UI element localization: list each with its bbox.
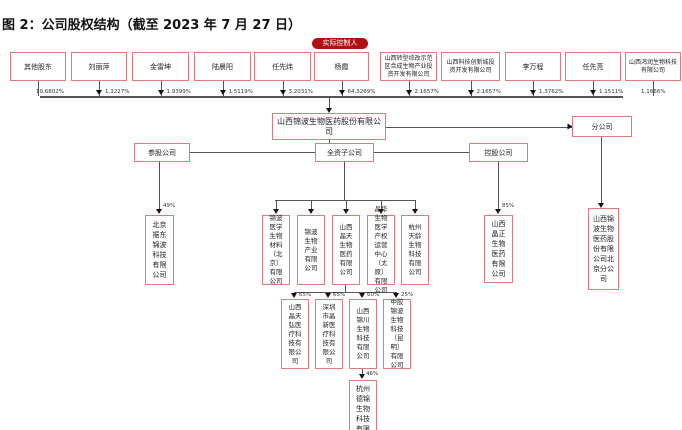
connector xyxy=(159,162,160,210)
shareholder-box: 任先炜 xyxy=(254,52,311,81)
connector xyxy=(341,81,343,96)
branch-label: 分公司 xyxy=(572,116,632,137)
arrow-icon xyxy=(279,90,286,95)
arrow-icon xyxy=(326,108,332,113)
arrow-icon xyxy=(598,203,604,208)
connector xyxy=(362,368,363,377)
shareholder-box: 任先亮 xyxy=(565,52,621,81)
shareholder-box: 杨霞 xyxy=(314,52,369,81)
branch-office: 山西锦波生物医药股份有限公司北京分公司 xyxy=(588,208,619,290)
connector xyxy=(344,162,345,200)
connector xyxy=(470,81,472,96)
jingtian-subsidiary: 山西锦川生物科技有限公司 xyxy=(349,299,377,369)
arrow-icon xyxy=(325,293,331,298)
arrow-icon xyxy=(412,209,418,214)
pct-label: 65% xyxy=(333,292,346,298)
connector xyxy=(593,81,594,96)
arrow-icon xyxy=(405,90,412,95)
connector xyxy=(329,96,330,110)
category-wholly-owned: 全资子公司 xyxy=(315,143,374,162)
arrow-icon xyxy=(359,293,365,298)
connector xyxy=(276,200,277,210)
wholly-owned-subsidiary: 锦波生物产业有限公司 xyxy=(297,215,325,285)
arrow-icon xyxy=(96,90,102,95)
pct-label: 65% xyxy=(299,292,312,298)
arrow-icon xyxy=(530,90,536,95)
connector xyxy=(408,81,410,96)
arrow-icon xyxy=(338,90,345,95)
arrow-icon xyxy=(467,90,474,95)
wholly-owned-subsidiary: 晶华生物医学产权运营中心（太原）有限公司 xyxy=(367,205,395,294)
shareholder-box: 陆晨阳 xyxy=(194,52,251,81)
shareholder-box: 其他股东 xyxy=(10,52,66,81)
shareholding-pct: 2.1657% xyxy=(476,89,501,95)
holding-company: 山西晶正生物医药有限公司 xyxy=(484,215,513,283)
connector xyxy=(275,200,415,201)
connector xyxy=(653,81,654,96)
wholly-owned-subsidiary: 山西晶天生物医药有限公司 xyxy=(332,215,360,285)
associate-company: 北京振东锦波科技有限公司 xyxy=(145,215,174,285)
shareholding-pct: 2.1657% xyxy=(414,89,439,95)
connector xyxy=(38,81,39,96)
connector xyxy=(601,137,602,205)
jingtian-subsidiary: 山西晶天弘医疗科技有限公司 xyxy=(281,299,309,369)
jinchuan-subsidiary: 杭州德锦生物科技有限 xyxy=(349,380,377,430)
category-holding: 控股公司 xyxy=(469,143,528,162)
shareholding-pct: 3.2031% xyxy=(288,89,313,95)
arrow-icon xyxy=(273,209,279,214)
arrow-icon xyxy=(590,90,596,95)
connector xyxy=(311,200,312,210)
arrow-icon xyxy=(156,209,162,214)
shareholding-pct: 1.5119% xyxy=(228,89,253,95)
shareholder-box: 金雷坤 xyxy=(132,52,189,81)
pct-label: 60% xyxy=(367,292,380,298)
main-company: 山西锦波生物医药股份有限公司 xyxy=(272,113,386,140)
connector xyxy=(282,81,284,96)
connector xyxy=(40,96,623,98)
jingtian-subsidiary: 中胶锦波生物科技（昆明）有限公司 xyxy=(383,298,411,369)
shareholding-pct: 1.3227% xyxy=(105,89,130,95)
figure-title: 图 2：公司股权结构（截至 2023 年 7 月 27 日） xyxy=(2,18,302,33)
connector xyxy=(415,200,416,210)
pct-label: 85% xyxy=(502,203,515,209)
category-associate: 参股公司 xyxy=(134,143,190,162)
pct-label: 25% xyxy=(401,292,414,298)
arrow-icon xyxy=(393,293,399,298)
shareholder-box: 山西科技创新城投资开发有限公司 xyxy=(441,52,500,81)
shareholding-pct: 1.1666% xyxy=(641,89,666,95)
pct-label: 46% xyxy=(366,371,379,377)
connector xyxy=(345,284,346,292)
connector xyxy=(346,200,347,210)
shareholder-box: 刘丽萍 xyxy=(71,52,127,81)
shareholder-box: 山西鸿润生物科技有限公司 xyxy=(625,52,681,81)
shareholder-box: 山西转型综改示范区合成生物产业投资开发有限公司 xyxy=(380,52,437,81)
jingtian-subsidiary: 深圳市晶新医疗科技有限公司 xyxy=(315,299,343,369)
arrow-icon xyxy=(495,209,501,214)
arrow-icon xyxy=(343,209,349,214)
pct-label: 49% xyxy=(163,203,176,209)
connector xyxy=(294,292,397,293)
shareholder-box: 李万程 xyxy=(505,52,561,81)
shareholding-pct: 19.6802% xyxy=(36,89,64,95)
connector xyxy=(386,127,572,128)
connector xyxy=(222,81,224,96)
wholly-owned-subsidiary: 锦波医学生物材料（北京）有限公司 xyxy=(262,214,290,285)
arrow-icon xyxy=(308,209,314,214)
arrow-icon xyxy=(291,293,297,298)
shareholding-pct: 1.9399% xyxy=(166,89,191,95)
arrow-icon xyxy=(219,90,226,95)
shareholding-pct: 1.3762% xyxy=(539,89,564,95)
wholly-owned-subsidiary: 杭州天龄生物科技有限公司 xyxy=(401,215,429,285)
arrow-icon xyxy=(378,209,384,214)
arrow-icon xyxy=(157,90,164,95)
connector xyxy=(498,162,499,210)
shareholding-pct: 1.1511% xyxy=(599,89,624,95)
shareholding-pct: 64.3269% xyxy=(347,89,376,95)
arrow-icon xyxy=(359,374,365,379)
connector xyxy=(160,81,162,96)
connector xyxy=(533,81,534,96)
actual-controller-badge: 实际控制人 xyxy=(312,38,368,49)
connector xyxy=(99,81,100,96)
connector xyxy=(381,200,382,210)
